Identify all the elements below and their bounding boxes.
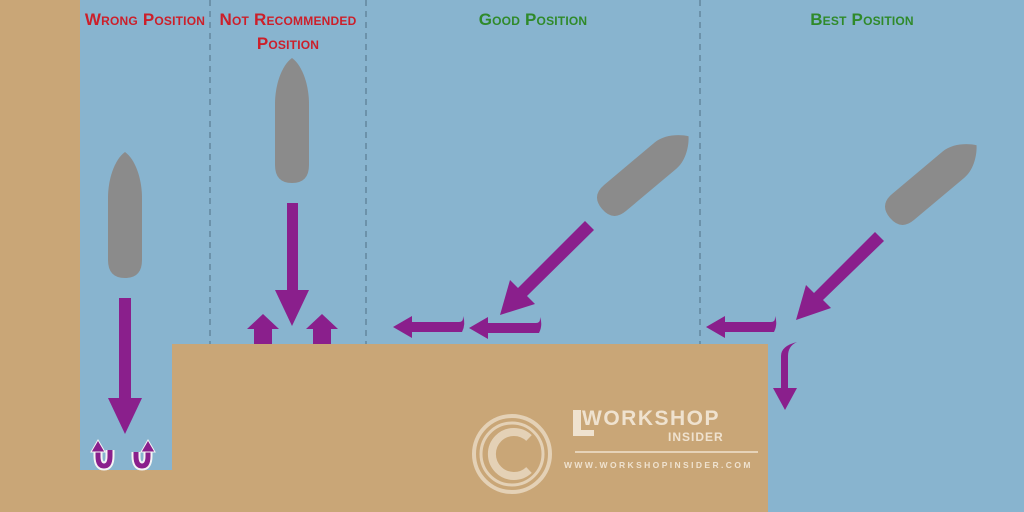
label-not-recommended-position: Not Recommended Position: [210, 8, 366, 56]
arrow-good-diagonal: [500, 221, 594, 315]
u-turn-arrow-right-fill: [133, 450, 151, 469]
arrows: [90, 203, 884, 471]
arrow-best-down-curve: [773, 342, 797, 410]
label-not-recommended-line1: Not Recommended: [219, 10, 357, 29]
watermark-w-mark: [573, 410, 594, 436]
label-good-position: Good Position: [478, 10, 588, 29]
watermark-brand-line2: INSIDER: [668, 430, 724, 444]
arrow-wrong-down: [108, 298, 142, 434]
watermark-brand-line1: WORKSHOP: [582, 407, 720, 430]
label-best-position: Best Position: [810, 10, 914, 29]
watermark-logo: [472, 414, 552, 494]
copyright-ring-outer: [472, 414, 552, 494]
arrow-best-diagonal: [796, 232, 884, 320]
u-turn-arrowhead-right: [140, 439, 156, 453]
watermark-url: WWW.WORKSHOPINSIDER.COM: [564, 460, 753, 470]
label-wrong-position: Wrong Position: [84, 10, 206, 29]
copyright-ring-inner: [479, 421, 545, 487]
copyright-c-icon: [487, 428, 532, 480]
arrow-up-left: [247, 314, 279, 344]
arrow-good-left-2: [469, 317, 542, 339]
u-turn-arrowhead-left: [90, 439, 106, 453]
arrow-not-recommended-down: [275, 203, 309, 326]
boat-good: [597, 135, 689, 216]
u-turn-arrow-left-fill: [95, 450, 113, 469]
boat-wrong: [108, 152, 142, 278]
watermark-brand: WORKSHOP INSIDER: [572, 407, 772, 445]
land: [0, 0, 768, 512]
boat-best: [885, 144, 977, 225]
label-not-recommended-line2: Position: [256, 34, 320, 53]
boat-not-recommended: [275, 58, 309, 183]
section-dividers: [209, 0, 701, 344]
arrow-good-left-1: [393, 316, 465, 338]
arrow-best-left: [706, 316, 777, 338]
boats: [108, 58, 977, 278]
arrow-up-right: [306, 314, 338, 344]
